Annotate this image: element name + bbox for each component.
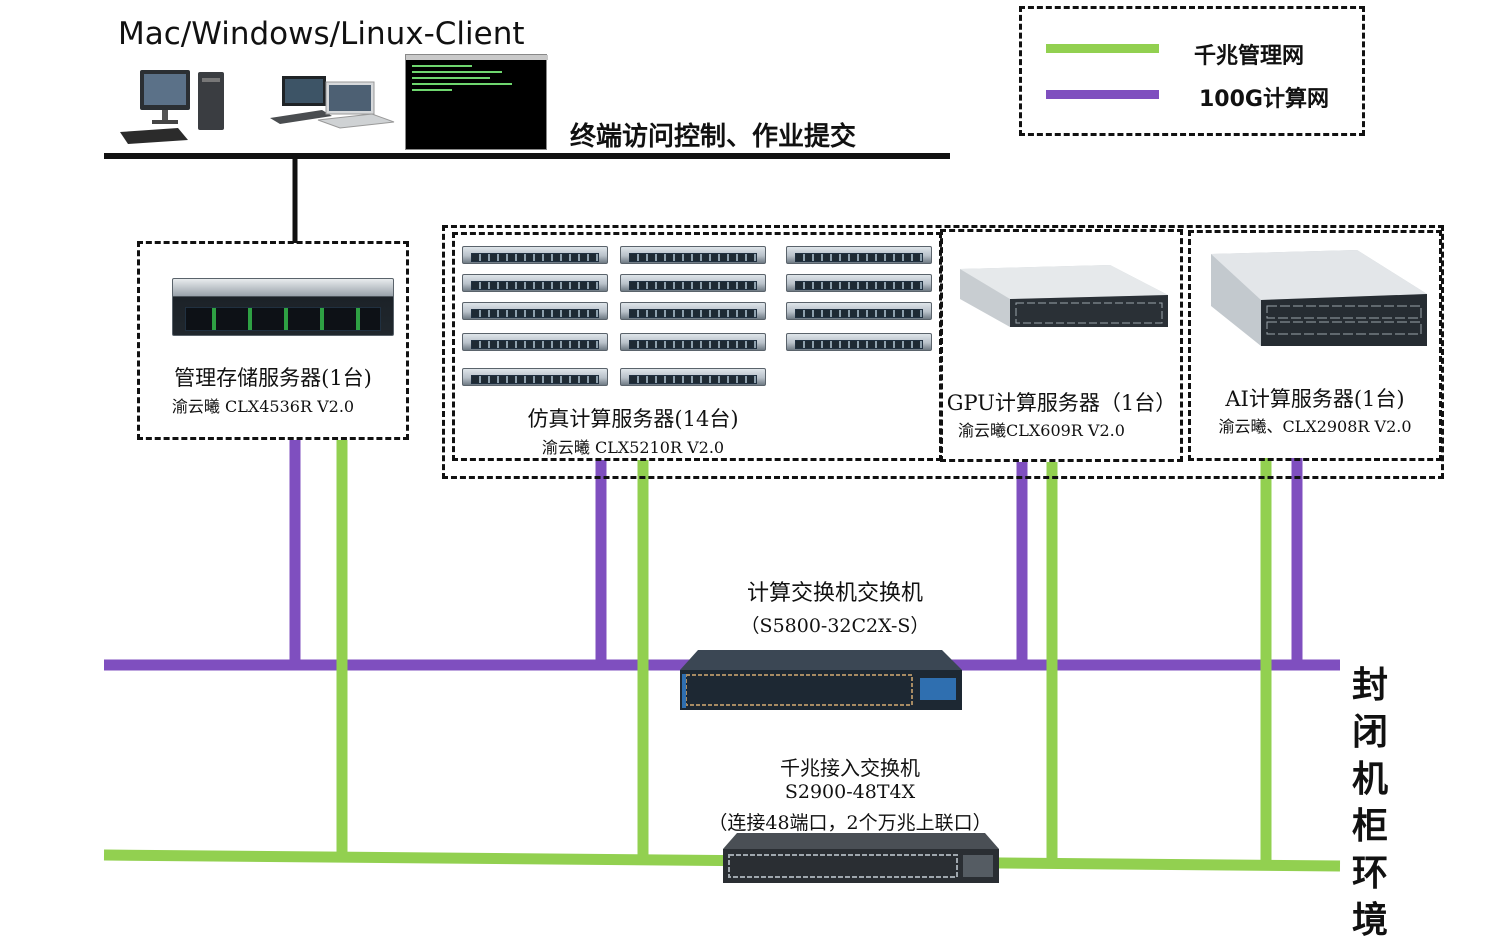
cabinet-char: 柜	[1351, 806, 1388, 847]
compute-switch-title: 计算交换机交换机	[746, 581, 923, 606]
clients-subtitle: 终端访问控制、作业提交	[570, 122, 857, 152]
cabinet-char: 闭	[1351, 712, 1388, 753]
simulation-server-icon	[462, 274, 608, 292]
management-network-bus	[103, 849, 1341, 872]
legend-label-compute: 100G计算网	[1199, 87, 1329, 112]
ai-server-icon	[1207, 250, 1429, 348]
simulation-server-model: 渝云曦 CLX5210R V2.0	[541, 438, 725, 457]
simulation-server-icon	[620, 368, 766, 386]
simulation-server-icon	[462, 246, 608, 264]
gpu-server-model: 渝云曦CLX609R V2.0	[958, 421, 1125, 440]
access-switch-icon	[723, 833, 1001, 885]
simulation-server-icon	[462, 302, 608, 320]
simulation-server-icon	[620, 274, 766, 292]
access-switch-title: 千兆接入交换机	[780, 756, 920, 780]
compute-switch-model: （S5800-32C2X-S）	[740, 615, 930, 637]
enclosed-cabinet-label: 封 闭 机 柜 环 境	[1350, 662, 1390, 944]
cabinet-char: 机	[1351, 759, 1388, 800]
gpu-server-title: GPU计算服务器（1台）	[946, 391, 1177, 415]
simulation-server-icon	[620, 333, 766, 351]
clients-title: Mac/Windows/Linux-Client	[118, 16, 525, 52]
legend	[1019, 6, 1365, 136]
simulation-server-icon	[786, 274, 932, 292]
cabinet-char: 环	[1351, 853, 1388, 894]
storage-server-model: 渝云曦 CLX4536R V2.0	[171, 397, 355, 416]
access-switch-note: （连接48端口，2个万兆上联口）	[708, 812, 992, 834]
legend-label-management: 千兆管理网	[1194, 44, 1305, 69]
laptops-icon	[262, 70, 397, 130]
compute-switch-icon	[680, 650, 964, 712]
legend-swatch-management	[1046, 44, 1159, 53]
simulation-server-icon	[786, 333, 932, 351]
simulation-server-icon	[462, 368, 608, 386]
terminal-window-icon	[405, 54, 548, 150]
storage-server-title: 管理存储服务器(1台)	[174, 366, 372, 390]
ai-server-model: 渝云曦、CLX2908R V2.0	[1218, 417, 1412, 436]
access-switch-model: S2900-48T4X	[784, 781, 916, 803]
simulation-server-icon	[462, 333, 608, 351]
ai-server-group	[1188, 230, 1442, 461]
compute-cluster-outer	[442, 225, 1444, 479]
storage-server-group	[137, 241, 409, 440]
simulation-server-icon	[786, 246, 932, 264]
cabinet-char: 境	[1351, 900, 1388, 941]
gpu-server-icon	[960, 265, 1168, 327]
gpu-server-group	[940, 229, 1183, 462]
simulation-server-icon	[620, 246, 766, 264]
legend-swatch-compute	[1046, 90, 1159, 99]
simulation-server-icon	[786, 302, 932, 320]
desktop-pc-icon	[118, 66, 238, 146]
simulation-server-title: 仿真计算服务器(14台)	[527, 407, 739, 431]
cabinet-char: 封	[1351, 665, 1388, 706]
storage-server-icon	[172, 278, 394, 336]
ai-server-title: AI计算服务器(1台)	[1225, 387, 1405, 411]
simulation-server-icon	[620, 302, 766, 320]
